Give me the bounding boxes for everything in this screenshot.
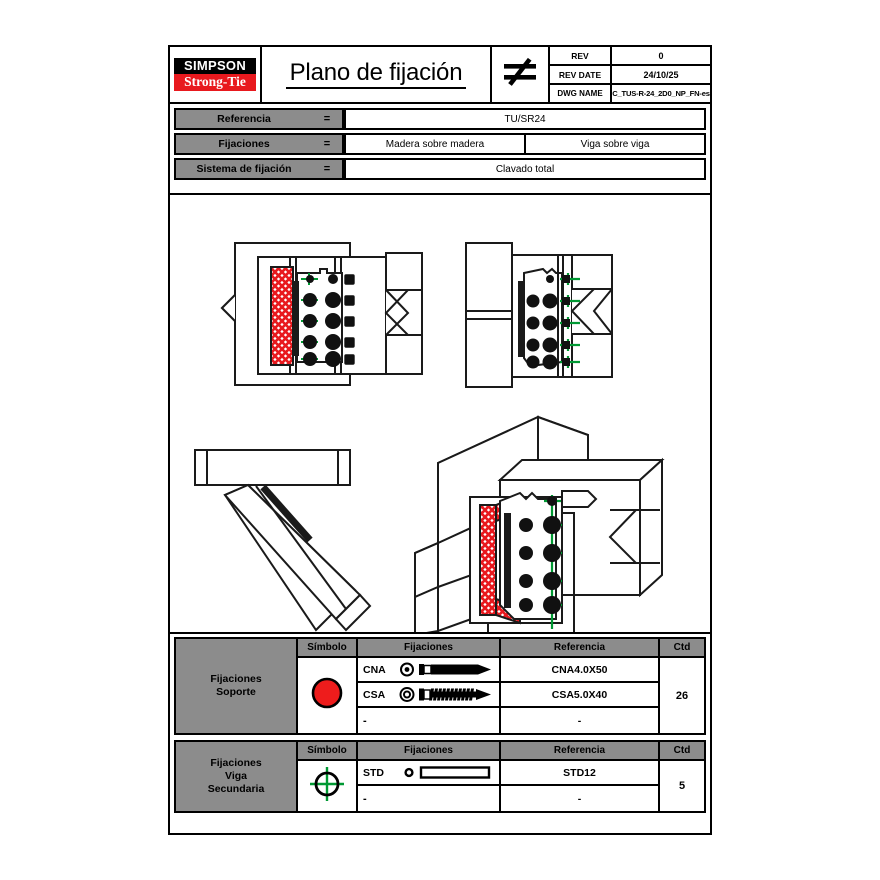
fijaciones-cell-viga: STD - [358,761,501,811]
dwg-name-row: DWG NAME C_TUS-R-24_2D0_NP_FN-es [550,85,710,102]
info-value-fijaciones-2: Viga sobre viga [526,133,706,155]
dwg-name-value: C_TUS-R-24_2D0_NP_FN-es [612,89,710,98]
header-simbolo: Símbolo [298,742,358,759]
red-filled-circle-icon [309,675,345,716]
info-row-fijaciones: Fijaciones = Madera sobre madera Viga so… [174,133,706,155]
nail-icon [399,661,495,678]
drawing-area [170,193,710,634]
fastener-row-empty: - [358,708,499,733]
info-label-fijaciones: Fijaciones = [174,133,344,155]
referencia-value: CSA5.0X40 [501,683,658,708]
page-title: Plano de fijación [285,59,467,90]
header-referencia: Referencia [501,639,660,656]
rev-date-row: REV DATE 24/10/25 [550,66,710,85]
legend-header-row: Símbolo Fijaciones Referencia Ctd [298,639,704,658]
header-simbolo: Símbolo [298,639,358,656]
equals-sign: = [323,113,331,125]
fastener-row-empty: - [358,786,499,811]
legend-title-line: Fijaciones [210,672,262,685]
dowel-icon [399,764,495,781]
legend-title-line: Viga [225,769,247,782]
sheet-title-cell: Plano de fijación [262,47,492,102]
ctd-cell-viga: 5 [660,761,704,811]
ctd-cell-soporte: 26 [660,658,704,733]
fastener-code: STD [363,766,384,779]
rev-value: 0 [658,50,664,61]
fastener-code: CNA [363,663,386,676]
legend-header-row: Símbolo Fijaciones Referencia Ctd [298,742,704,761]
legend-title-line: Fijaciones [210,756,262,769]
logo-strongtie-text: Strong-Tie [174,74,256,92]
header-fijaciones: Fijaciones [358,742,501,759]
side-profile-view [194,449,372,632]
not-equal-sign-icon [500,55,540,94]
info-label-text: Referencia [217,113,271,125]
info-label-referencia: Referencia = [174,108,344,130]
legend-title-viga-secundaria: Fijaciones Viga Secundaria [176,742,298,811]
legend-table-soporte: Fijaciones Soporte Símbolo Fijaciones Re… [174,637,706,735]
legend-table-viga-secundaria: Fijaciones Viga Secundaria Símbolo Fijac… [174,740,706,813]
scale-cell [492,47,550,102]
legend-title-soporte: Fijaciones Soporte [176,639,298,733]
info-row-sistema: Sistema de fijación = Clavado total [174,158,706,180]
fastener-row-csa: CSA [358,683,499,708]
fastener-code: CSA [363,688,386,701]
legend-section: Fijaciones Soporte Símbolo Fijaciones Re… [170,634,710,813]
symbol-cell-soporte [298,658,358,733]
referencia-value: - [577,714,582,727]
header-ctd: Ctd [673,745,691,756]
referencia-cell-soporte: CNA4.0X50 CSA5.0X40 - [501,658,660,733]
header-referencia: Referencia [501,742,660,759]
technical-drawing-svg [194,242,665,632]
drawing-sheet: SIMPSON Strong-Tie Plano de fijación REV… [168,45,712,835]
info-value-referencia: TU/SR24 [344,108,706,130]
info-value-fijaciones-1: Madera sobre madera [344,133,526,155]
ctd-value: 5 [678,780,686,792]
fastener-row-cna: CNA [358,658,499,683]
info-value-sistema: Clavado total [344,158,706,180]
symbol-cell-viga [298,761,358,811]
equals-sign: = [323,138,331,150]
rev-row: REV 0 [550,47,710,66]
rear-elevation-view [465,242,613,388]
fastener-code: - [363,792,367,805]
equals-sign: = [323,163,331,175]
dwg-name-label: DWG NAME [550,85,612,102]
info-label-text: Sistema de fijación [196,163,292,175]
screw-icon [399,686,495,703]
legend-title-line: Soporte [216,686,256,698]
fastener-code: - [363,714,367,727]
info-spacer [174,183,706,193]
title-block: SIMPSON Strong-Tie Plano de fijación REV… [170,47,710,104]
front-elevation-view [220,242,423,386]
logo-simpson-text: SIMPSON [174,57,256,75]
info-label-sistema: Sistema de fijación = [174,158,344,180]
green-crosshair-circle-icon [307,764,347,809]
fastener-row-std: STD [358,761,499,786]
referencia-value: STD12 [501,761,658,786]
fijaciones-cell-soporte: CNA [358,658,501,733]
header-ctd: Ctd [673,642,691,653]
header-fijaciones: Fijaciones [358,639,501,656]
referencia-value: CNA4.0X50 [501,658,658,683]
rev-label: REV [550,47,612,64]
info-label-text: Fijaciones [218,138,270,150]
isometric-3d-view [414,415,665,632]
referencia-value: - [577,792,582,805]
ctd-value: 26 [675,689,689,702]
rev-date-label: REV DATE [550,66,612,83]
referencia-cell-viga: STD12 - [501,761,660,811]
info-table: Referencia = TU/SR24 Fijaciones = Madera… [170,104,710,193]
info-row-referencia: Referencia = TU/SR24 [174,108,706,130]
legend-title-line: Secundaria [207,783,265,796]
revision-block: REV 0 REV DATE 24/10/25 DWG NAME C_TUS-R… [550,47,710,102]
rev-date-value: 24/10/25 [643,69,679,80]
simpson-strong-tie-logo: SIMPSON Strong-Tie [170,47,262,102]
